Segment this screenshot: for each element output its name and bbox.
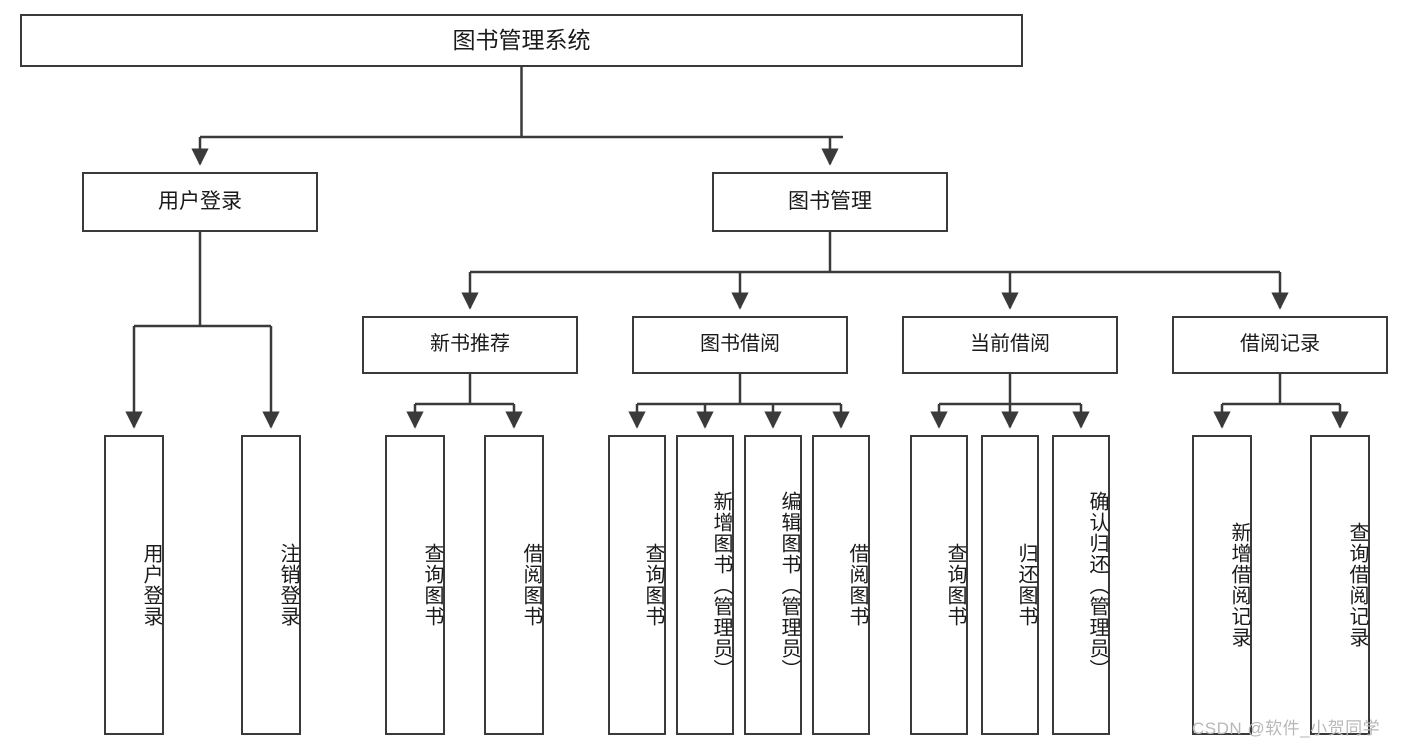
leaf-borrow-book-bw[interactable]: 借阅图书 bbox=[812, 435, 870, 735]
node-label: 注销登录 bbox=[277, 543, 299, 627]
node-label: 归还图书 bbox=[1015, 543, 1037, 627]
node-label: 图书管理 bbox=[788, 189, 872, 213]
node-label: 新增图书（管理员） bbox=[710, 490, 732, 680]
node-label: 编辑图书（管理员） bbox=[778, 490, 800, 680]
node-borrow-record[interactable]: 借阅记录 bbox=[1172, 316, 1388, 374]
node-book-management[interactable]: 图书管理 bbox=[712, 172, 948, 232]
leaf-borrow-book-nb[interactable]: 借阅图书 bbox=[484, 435, 544, 735]
leaf-query-book-nb[interactable]: 查询图书 bbox=[385, 435, 445, 735]
leaf-logout[interactable]: 注销登录 bbox=[241, 435, 301, 735]
node-user-login[interactable]: 用户登录 bbox=[82, 172, 318, 232]
leaf-query-book-bw[interactable]: 查询图书 bbox=[608, 435, 666, 735]
node-label: 确认归还（管理员） bbox=[1086, 490, 1108, 680]
leaf-add-borrow-record[interactable]: 新增借阅记录 bbox=[1192, 435, 1252, 735]
node-label: 新书推荐 bbox=[430, 333, 510, 356]
node-new-book-recommend[interactable]: 新书推荐 bbox=[362, 316, 578, 374]
node-label: 用户登录 bbox=[158, 189, 242, 213]
node-label: 查询图书 bbox=[642, 543, 664, 627]
node-label: 借阅图书 bbox=[846, 543, 868, 627]
node-book-borrow[interactable]: 图书借阅 bbox=[632, 316, 848, 374]
node-root-system[interactable]: 图书管理系统 bbox=[20, 14, 1023, 67]
leaf-return-book[interactable]: 归还图书 bbox=[981, 435, 1039, 735]
leaf-user-login[interactable]: 用户登录 bbox=[104, 435, 164, 735]
node-label: 当前借阅 bbox=[970, 333, 1050, 356]
leaf-edit-book-admin[interactable]: 编辑图书（管理员） bbox=[744, 435, 802, 735]
node-label: 图书管理系统 bbox=[452, 26, 591, 53]
node-label: 借阅图书 bbox=[520, 543, 542, 627]
leaf-add-book-admin[interactable]: 新增图书（管理员） bbox=[676, 435, 734, 735]
node-label: 借阅记录 bbox=[1240, 333, 1320, 356]
leaf-query-borrow-record[interactable]: 查询借阅记录 bbox=[1310, 435, 1370, 735]
node-current-borrow[interactable]: 当前借阅 bbox=[902, 316, 1118, 374]
node-label: 用户登录 bbox=[140, 543, 162, 627]
watermark-text: CSDN @软件_小贺同学 bbox=[1192, 719, 1381, 738]
node-label: 图书借阅 bbox=[700, 333, 780, 356]
node-label: 新增借阅记录 bbox=[1228, 522, 1250, 648]
node-label: 查询图书 bbox=[421, 543, 443, 627]
node-label: 查询借阅记录 bbox=[1346, 522, 1368, 648]
node-label: 查询图书 bbox=[944, 543, 966, 627]
leaf-confirm-return-admin[interactable]: 确认归还（管理员） bbox=[1052, 435, 1110, 735]
leaf-query-book-cb[interactable]: 查询图书 bbox=[910, 435, 968, 735]
